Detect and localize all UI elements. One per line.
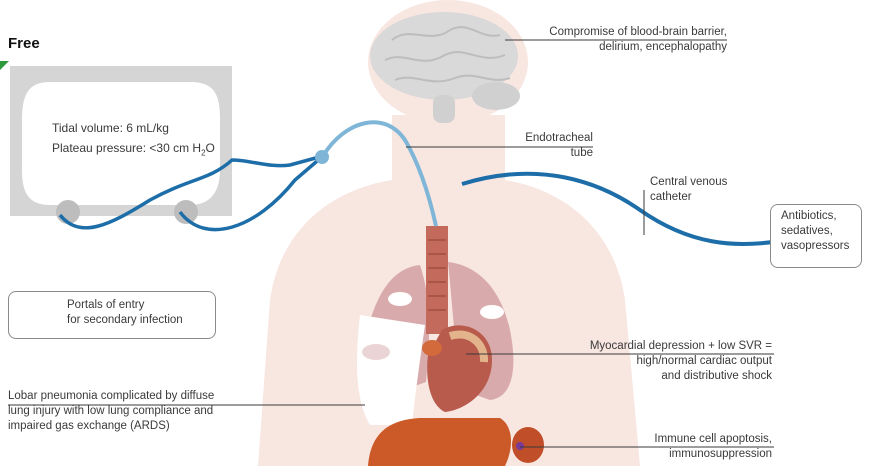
- drugs-box: Antibiotics, sedatives, vasopressors: [770, 204, 862, 268]
- immune-label: Immune cell apoptosis, immunosuppression: [600, 432, 772, 462]
- trachea: [426, 226, 448, 334]
- tidal-volume-text: Tidal volume: 6 mL/kg: [52, 118, 215, 138]
- circuit-y-connector: [315, 150, 329, 164]
- free-badge: Free: [0, 27, 66, 61]
- lung-label: Lobar pneumonia complicated by diffuse l…: [8, 389, 298, 434]
- brain-label: Compromise of blood-brain barrier, delir…: [486, 25, 727, 55]
- badge-corner: [0, 61, 9, 70]
- endotracheal-tube-label: Endotracheal tube: [483, 131, 593, 161]
- legend-box: Portals of entry for secondary infection: [8, 291, 216, 339]
- plateau-pressure-text: Plateau pressure: <30 cm H2O: [52, 138, 215, 163]
- heart-label: Myocardial depression + low SVR = high/n…: [540, 339, 772, 384]
- cvc-label: Central venous catheter: [650, 175, 760, 205]
- legend-text: Portals of entry for secondary infection: [67, 298, 183, 328]
- ventilator-readout: Tidal volume: 6 mL/kg Plateau pressure: …: [52, 118, 215, 163]
